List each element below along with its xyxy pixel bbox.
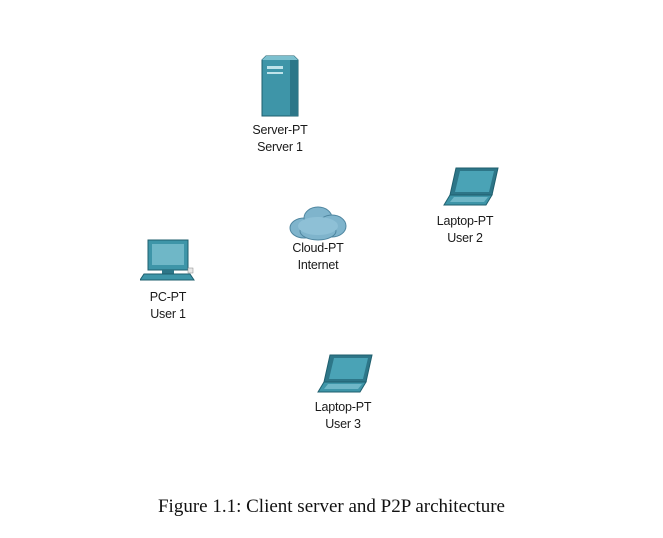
cloud-node[interactable] <box>286 204 350 242</box>
server-type-label: Server-PT <box>252 123 308 137</box>
server-node[interactable] <box>258 52 302 120</box>
laptop-user3-label: Laptop-PT User 3 <box>303 399 383 433</box>
figure-caption: Figure 1.1: Client server and P2P archit… <box>157 496 505 517</box>
laptop-user2-name-label: User 2 <box>447 231 483 245</box>
cloud-type-label: Cloud-PT <box>292 241 344 255</box>
laptop-user3-type-label: Laptop-PT <box>314 400 372 414</box>
server-name-label: Server 1 <box>257 140 303 154</box>
cloud-icon <box>289 206 347 241</box>
pc-type-label: PC-PT <box>149 290 187 304</box>
pc-name-label: User 1 <box>150 307 186 321</box>
cloud-name-label: Internet <box>297 258 339 272</box>
laptop-icon <box>443 167 499 206</box>
pc-icon <box>140 239 195 281</box>
laptop-user3-name-label: User 3 <box>325 417 361 431</box>
laptop-icon <box>317 354 373 393</box>
server-icon <box>261 55 299 117</box>
pc-node[interactable] <box>140 238 196 286</box>
laptop-node-user2[interactable] <box>442 165 502 209</box>
pc-label: PC-PT User 1 <box>128 289 208 323</box>
laptop-user2-type-label: Laptop-PT <box>436 214 494 228</box>
server-label: Server-PT Server 1 <box>240 122 320 156</box>
cloud-label: Cloud-PT Internet <box>278 240 358 274</box>
laptop-user2-label: Laptop-PT User 2 <box>425 213 505 247</box>
laptop-node-user3[interactable] <box>316 352 376 396</box>
